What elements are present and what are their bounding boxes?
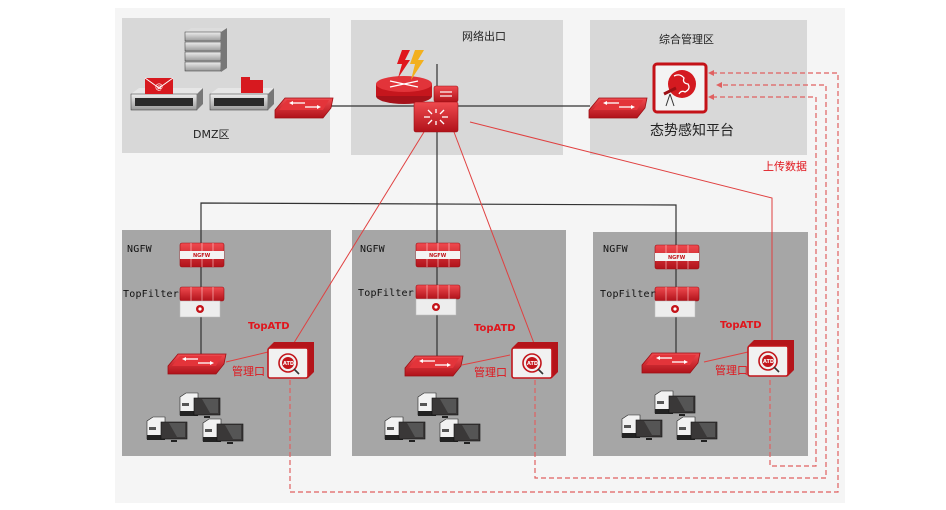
file-server-icon — [209, 77, 274, 111]
workstation-icon — [202, 418, 244, 445]
management-zone-label: 综合管理区 — [659, 33, 714, 46]
dmz-switch-icon — [274, 97, 334, 119]
workstation-icon — [676, 416, 718, 443]
mail-server-icon: @ — [130, 77, 203, 111]
ngfw-label: NGFW — [127, 244, 152, 255]
server-rack-icon — [184, 28, 227, 72]
topatd-label: TopATD — [474, 323, 516, 334]
arrowhead-icon — [716, 82, 722, 88]
arrowhead-icon — [708, 94, 714, 100]
ngfw-label: NGFW — [360, 244, 385, 255]
management-switch-icon — [588, 97, 648, 119]
atd-badge: ATD — [527, 361, 538, 367]
ngfw-label: NGFW — [603, 244, 628, 255]
workstation-icon — [417, 392, 459, 419]
ngfw-badge: NGFW — [193, 253, 211, 259]
switch-icon — [167, 353, 227, 375]
switch-icon — [641, 352, 701, 374]
topatd-icon — [511, 341, 559, 379]
atd-badge: ATD — [763, 359, 774, 365]
management-port-label: 管理口 — [474, 366, 507, 379]
topatd-icon — [267, 341, 315, 379]
upload-data-label: 上传数据 — [763, 160, 807, 173]
topfilter-icon — [415, 284, 461, 316]
branch-3-devices — [621, 244, 795, 443]
workstation-icon — [179, 392, 221, 419]
topfilter-label: TopFilter — [600, 289, 656, 300]
topfilter-label: TopFilter — [358, 288, 414, 299]
topatd-icon — [747, 339, 795, 377]
situational-awareness-globe-icon — [652, 62, 708, 114]
lightning-icon — [397, 50, 424, 80]
dmz-zone-label: DMZ区 — [193, 128, 230, 141]
situational-awareness-platform-label: 态势感知平台 — [650, 123, 734, 139]
topfilter-icon — [179, 286, 225, 318]
upload-arrowheads — [708, 70, 722, 100]
switch-icon — [404, 355, 464, 377]
topatd-label: TopATD — [720, 320, 762, 331]
ngfw-badge: NGFW — [429, 253, 447, 259]
arrowhead-icon — [708, 70, 714, 76]
branch-2-devices — [384, 242, 559, 445]
branch-1-devices — [146, 242, 315, 445]
topatd-label: TopATD — [248, 321, 290, 332]
workstation-icon — [439, 418, 481, 445]
management-port-label: 管理口 — [715, 364, 748, 377]
topfilter-icon — [654, 286, 700, 318]
router-icon — [376, 76, 432, 104]
topfilter-label: TopFilter — [123, 289, 179, 300]
workstation-icon — [621, 414, 663, 441]
workstation-icon — [146, 416, 188, 443]
management-links — [225, 121, 773, 366]
ngfw-badge: NGFW — [668, 255, 686, 261]
workstation-icon — [654, 390, 696, 417]
atd-badge: ATD — [283, 361, 294, 367]
management-port-label: 管理口 — [232, 365, 265, 378]
egress-zone-label: 网络出口 — [462, 30, 506, 43]
svg-text:@: @ — [155, 82, 163, 91]
core-switch-icon — [413, 85, 459, 133]
workstation-icon — [384, 416, 426, 443]
upload-data-links — [289, 72, 839, 493]
